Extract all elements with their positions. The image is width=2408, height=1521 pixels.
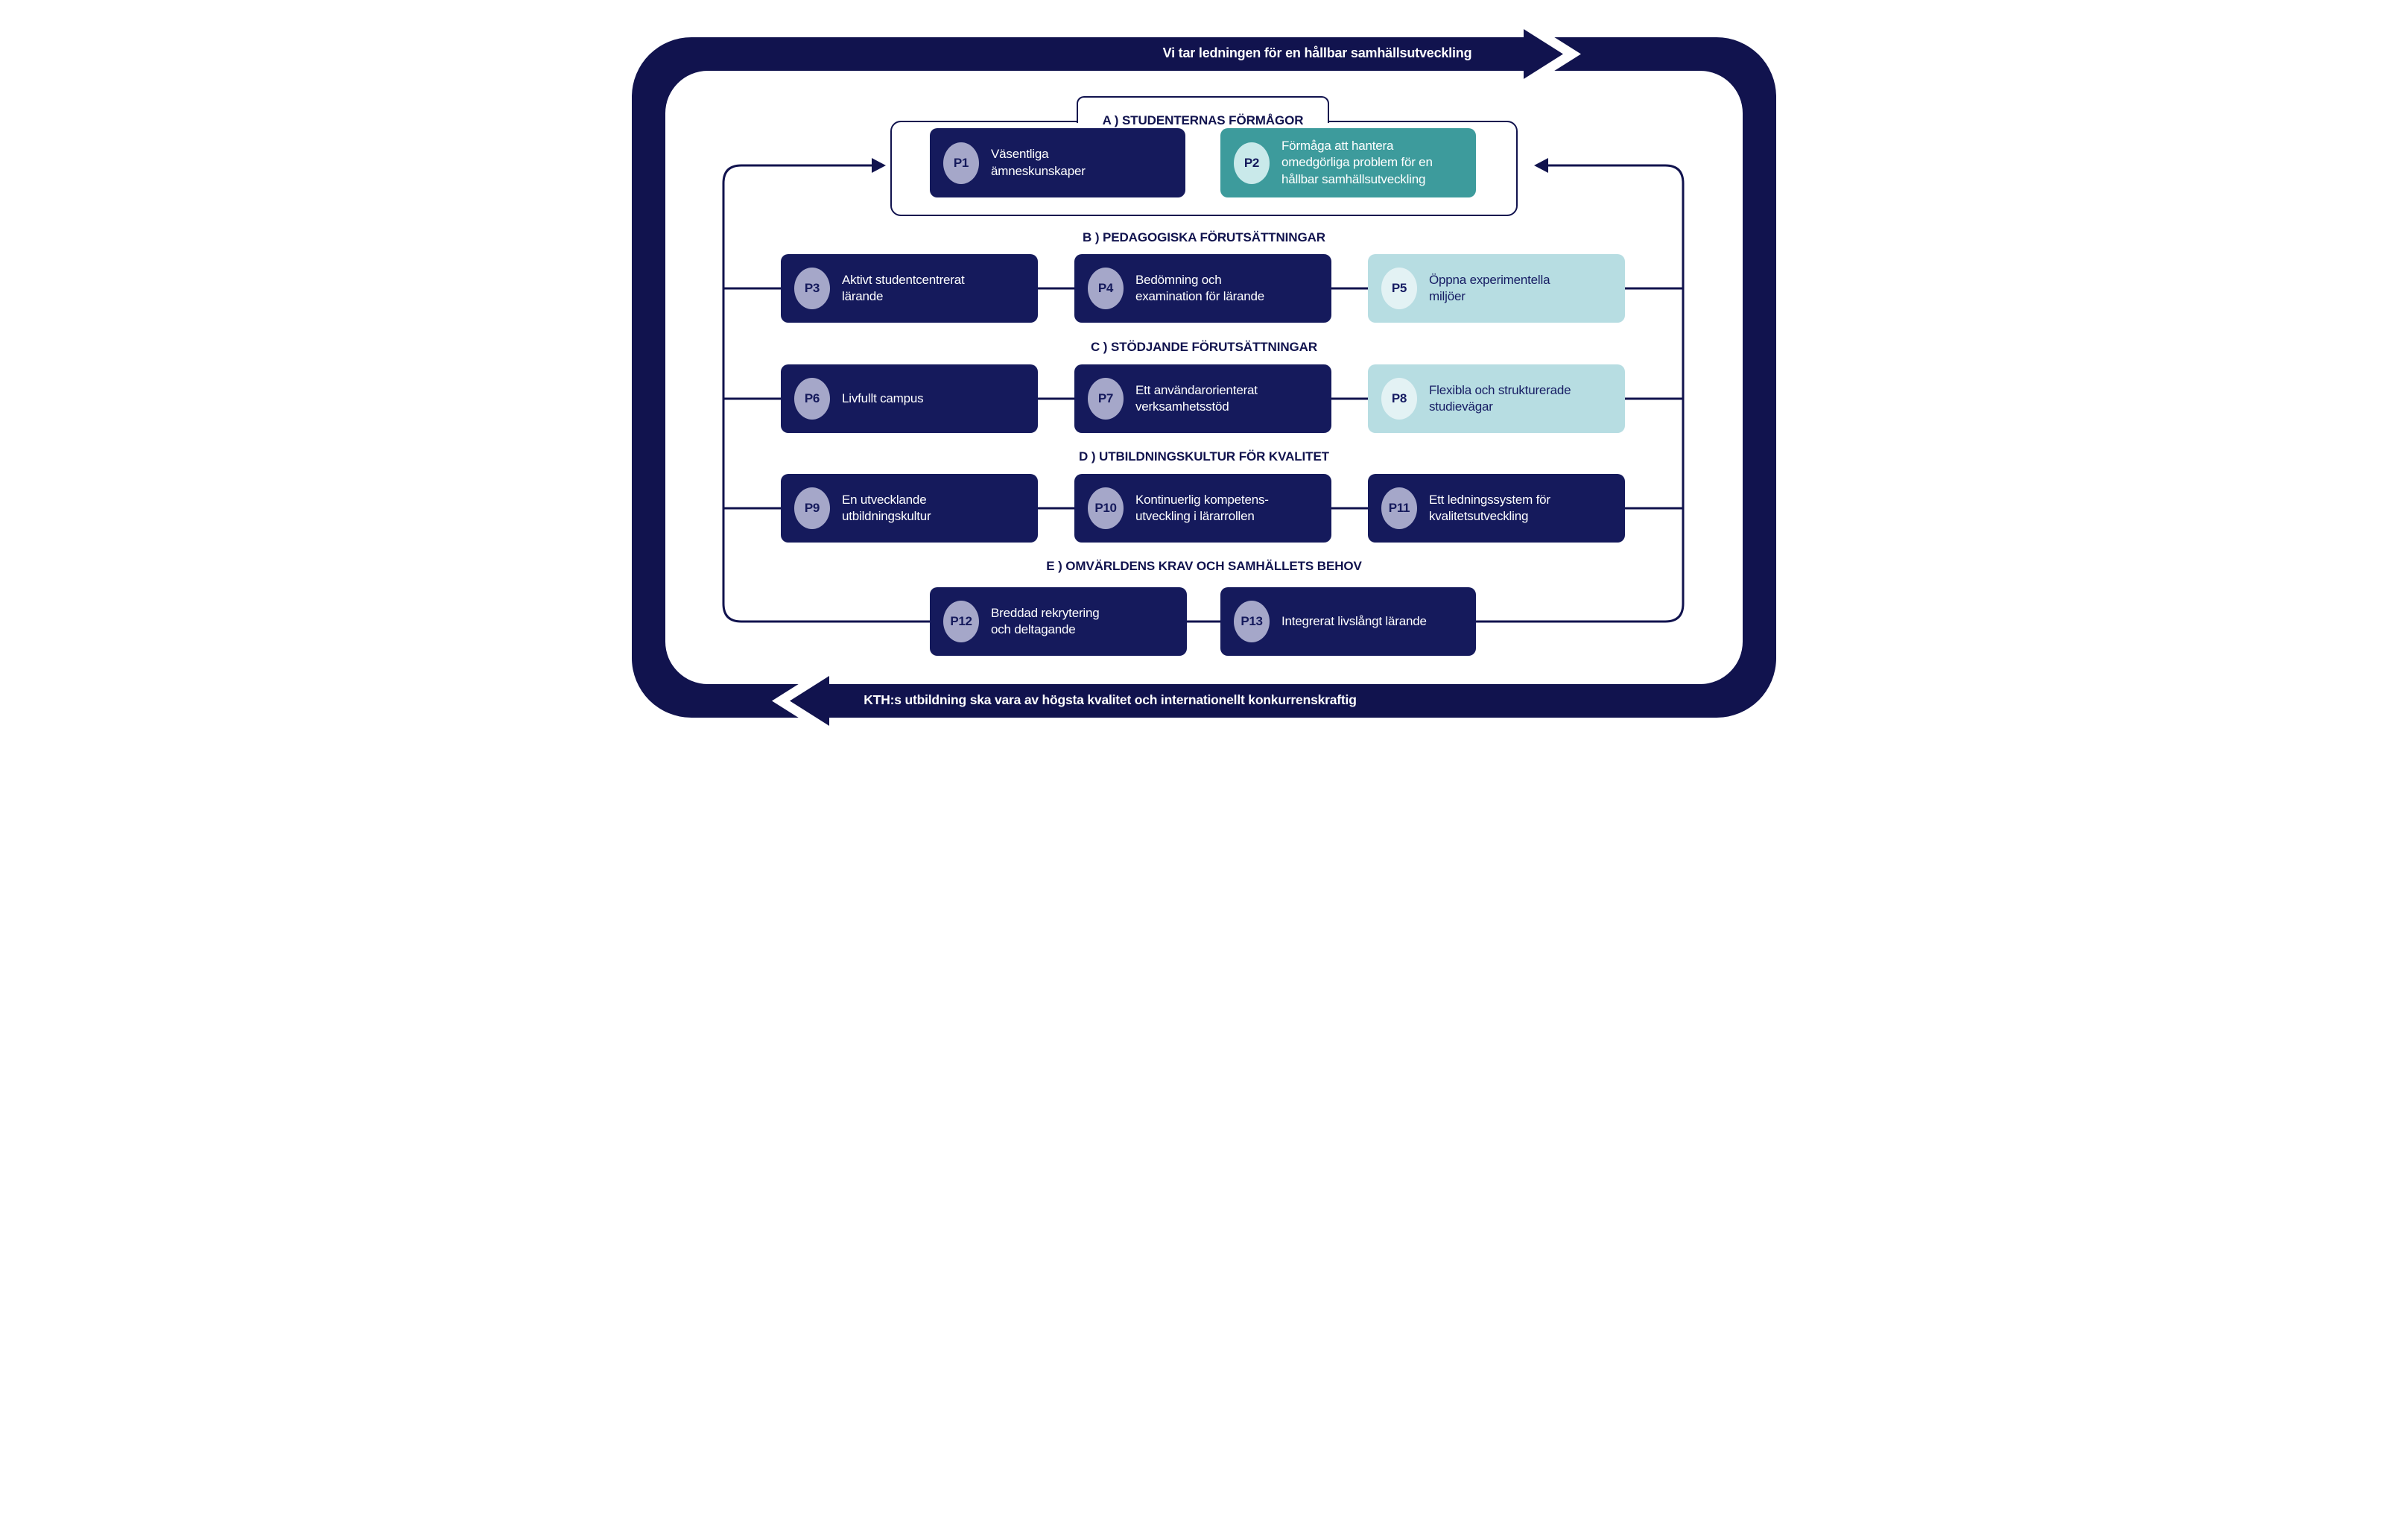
card-p11: P11 Ett ledningssystem för kvalitetsutve… [1368,474,1625,543]
card-p2-badge: P2 [1234,142,1270,184]
card-p4: P4 Bedömning och examination för lärande [1074,254,1331,323]
card-p10-badge: P10 [1088,487,1124,529]
top-banner-text: Vi tar ledningen för en hållbar samhälls… [1162,45,1472,60]
card-p3: P3 Aktivt studentcentrerat lärande [781,254,1038,323]
section-a-header: A ) STUDENTERNAS FÖRMÅGOR [1102,113,1304,127]
card-p13-badge: P13 [1234,601,1270,642]
section-e-header: E ) OMVÄRLDENS KRAV OCH SAMHÄLLETS BEHOV [1046,559,1362,573]
section-a-header-tab [1077,96,1329,123]
connector-right-loop [1476,164,1685,623]
section-b-header: B ) PEDAGOGISKA FÖRUTSÄTTNINGAR [1083,230,1325,244]
bottom-arrow-head-icon [790,676,829,726]
card-p8: P8 Flexibla och strukturerade studieväga… [1368,364,1625,433]
card-p1-label: Väsentliga ämneskunskaper [991,147,1086,178]
card-p11-badge: P11 [1381,487,1417,529]
card-p12-badge: P12 [943,601,979,642]
card-p7: P7 Ett användarorienterat verksamhetsstö… [1074,364,1331,433]
card-p5-badge: P5 [1381,268,1417,309]
card-p8-badge: P8 [1381,378,1417,420]
card-p10-label: Kontinuerlig kompetens- utveckling i lär… [1135,492,1269,523]
card-p1: P1 Väsentliga ämneskunskaper [930,128,1185,197]
card-p4-badge: P4 [1088,268,1124,309]
card-p1-badge: P1 [943,142,979,184]
card-p3-label: Aktivt studentcentrerat lärande [842,272,965,303]
diagram-canvas: Vi tar ledningen för en hållbar samhälls… [602,0,1806,761]
connector-left-arrowhead-icon [872,158,886,173]
card-p2-label: Förmåga att hantera omedgörliga problem … [1281,139,1433,186]
card-p5: P5 Öppna experimentella miljöer [1368,254,1625,323]
card-p8-label: Flexibla och strukturerade studievägar [1429,382,1571,414]
card-p5-label: Öppna experimentella miljöer [1429,272,1550,303]
card-p12-label: Breddad rekrytering och deltagande [991,605,1100,636]
card-p2: P2 Förmåga att hantera omedgörliga probl… [1220,128,1476,197]
card-p6-badge: P6 [794,378,830,420]
card-p9: P9 En utvecklande utbildningskultur [781,474,1038,543]
card-p9-label: En utvecklande utbildningskultur [842,492,931,523]
card-p4-label: Bedömning och examination för lärande [1135,272,1265,303]
card-p6: P6 Livfullt campus [781,364,1038,433]
connector-right-arrowhead-icon [1534,158,1548,173]
card-p12: P12 Breddad rekrytering och deltagande [930,587,1187,656]
card-p13: P13 Integrerat livslångt lärande [1220,587,1476,656]
card-p13-label: Integrerat livslångt lärande [1281,613,1427,628]
card-p9-badge: P9 [794,487,830,529]
top-arrow-head-icon [1524,29,1563,79]
card-p7-label: Ett användarorienterat verksamhetsstöd [1135,382,1258,414]
section-d-header: D ) UTBILDNINGSKULTUR FÖR KVALITET [1079,449,1329,464]
bottom-banner-text: KTH:s utbildning ska vara av högsta kval… [864,692,1357,707]
flow-frame-artwork [632,18,1776,737]
section-c-header: C ) STÖDJANDE FÖRUTSÄTTNINGAR [1090,340,1318,354]
card-p6-label: Livfullt campus [842,390,924,405]
connector-left-loop [722,164,930,623]
card-p11-label: Ett ledningssystem för kvalitetsutveckli… [1429,492,1550,523]
card-p10: P10 Kontinuerlig kompetens- utveckling i… [1074,474,1331,543]
card-p7-badge: P7 [1088,378,1124,420]
card-p3-badge: P3 [794,268,830,309]
